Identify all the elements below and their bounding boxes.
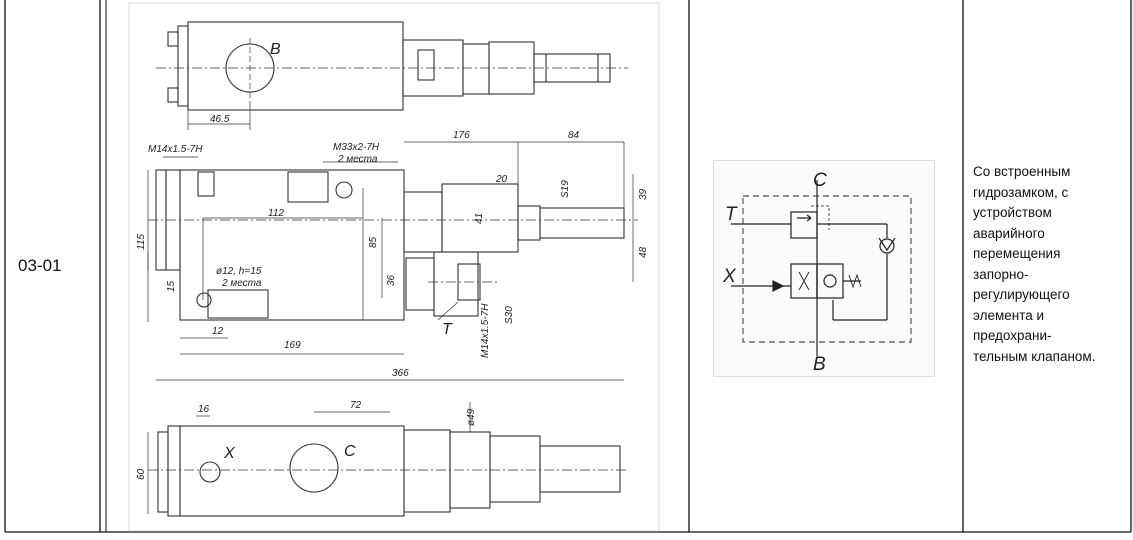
product-code: 03-01: [18, 256, 62, 275]
dim-49: ø49: [466, 408, 477, 426]
dim-s19: S19: [560, 180, 571, 198]
dim-176: 176: [453, 130, 470, 141]
technical-drawing: B 46.5 M14x1.5-7H M33x2-7H 2 места 176 8…: [128, 2, 660, 532]
port-t-label: T: [442, 321, 453, 338]
dim-36: 36: [386, 274, 397, 286]
schematic-label-x: X: [722, 266, 737, 287]
dim-115: 115: [136, 234, 147, 250]
schematic-label-b: B: [813, 354, 826, 375]
dim-46-5: 46.5: [210, 114, 230, 125]
top-port-b-label: B: [270, 41, 281, 58]
dim-s30: S30: [504, 306, 515, 324]
thread-top-note: 2 места: [337, 154, 378, 165]
dim-20: 20: [495, 174, 508, 185]
front-view: [147, 141, 638, 381]
dim-72: 72: [350, 400, 362, 411]
dim-41: 41: [474, 213, 485, 224]
bottom-view: [147, 402, 628, 517]
dim-60: 60: [136, 468, 147, 480]
schematic-label-t: T: [725, 204, 738, 225]
dim-15: 15: [166, 280, 177, 292]
dim-366: 366: [392, 368, 409, 379]
top-view: [156, 21, 628, 130]
dim-112: 112: [268, 208, 284, 219]
port-c-label: C: [344, 443, 356, 460]
product-description: Со встроенным гидрозамком, с устройством…: [973, 164, 1096, 364]
dim-169: 169: [284, 340, 301, 351]
dim-85: 85: [368, 236, 379, 248]
thread-top-label: M33x2-7H: [333, 142, 380, 153]
port-x-label: X: [223, 445, 236, 462]
dim-48: 48: [638, 246, 649, 258]
dim-84: 84: [568, 130, 580, 141]
dim-12: 12: [212, 326, 224, 337]
dim-39: 39: [638, 188, 649, 200]
thread-left-label: M14x1.5-7H: [148, 144, 203, 155]
hole-note-2: 2 места: [221, 278, 262, 289]
hydraulic-schematic: C T X B: [713, 160, 935, 377]
thread-t-label: M14x1.5-7H: [480, 303, 491, 358]
hole-note: ø12, h=15: [216, 266, 262, 277]
dim-16: 16: [198, 404, 210, 415]
schematic-label-c: C: [813, 170, 827, 191]
